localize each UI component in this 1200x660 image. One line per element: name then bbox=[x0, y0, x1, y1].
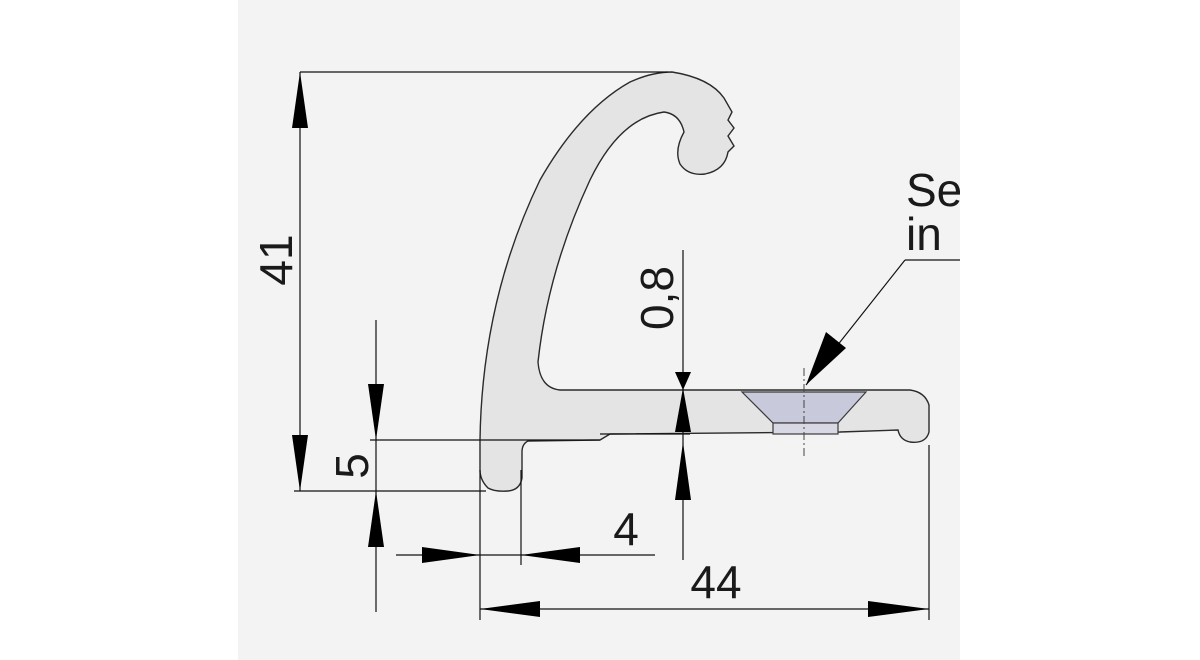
dimension-height-total: 41 bbox=[250, 71, 668, 492]
countersunk-screw bbox=[740, 368, 868, 458]
dimension-label-4: 4 bbox=[613, 503, 639, 555]
sheet-edge-mask bbox=[960, 0, 1200, 660]
dimension-wall-thickness: 0,8 bbox=[600, 250, 691, 560]
drawing-sheet bbox=[238, 0, 960, 660]
screw-callout: Se in bbox=[805, 164, 962, 386]
callout-text-line1: Se bbox=[906, 164, 962, 216]
dimension-label-0-8: 0,8 bbox=[631, 266, 683, 330]
dimension-label-44: 44 bbox=[690, 556, 741, 608]
dimension-label-5: 5 bbox=[326, 453, 378, 479]
dimension-base-height: 5 bbox=[326, 320, 600, 612]
dimension-total-width: 44 bbox=[480, 445, 930, 620]
aluminium-profile bbox=[479, 71, 930, 492]
dimension-label-41: 41 bbox=[250, 234, 302, 285]
dimension-foot-width: 4 bbox=[396, 470, 655, 620]
callout-text-line2: in bbox=[906, 208, 942, 260]
screw-shank bbox=[772, 422, 839, 435]
